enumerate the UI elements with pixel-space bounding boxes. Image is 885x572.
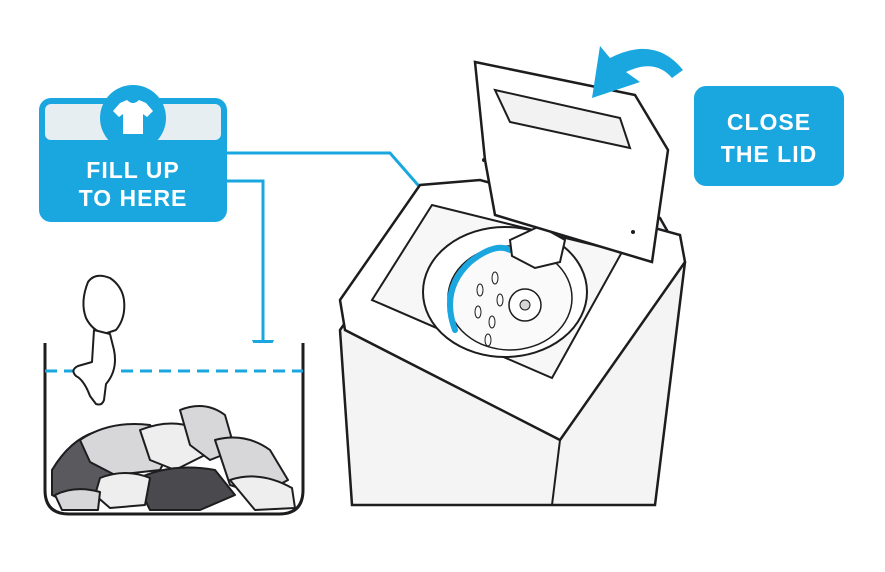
close-lid-callout: CLOSE THE LID: [592, 46, 844, 186]
body-edge: [551, 439, 561, 506]
fill-callout-line2: TO HERE: [79, 185, 188, 211]
sock: [72, 329, 116, 406]
tshirt-icon: [113, 100, 153, 134]
lid-screw: [631, 230, 635, 234]
hand: [82, 274, 126, 335]
drum-hole: [476, 283, 484, 297]
drum-hole: [484, 333, 492, 347]
drum-hole: [491, 271, 499, 285]
drum-holes: [474, 271, 504, 347]
drum-hole: [496, 293, 504, 307]
garment: [54, 488, 101, 511]
garment: [94, 472, 151, 509]
laundry-basket: [43, 274, 305, 516]
garment: [134, 466, 236, 511]
fill-level-pointer-line: [227, 179, 265, 342]
drum-hole: [474, 305, 482, 319]
fill-up-callout: FILL UP TO HERE: [39, 85, 227, 222]
lid-callout-box: [694, 86, 844, 186]
lid-handle: [493, 88, 632, 150]
drum-hole: [488, 315, 496, 329]
washing-machine: [338, 60, 687, 507]
drum-fill-ring: [447, 244, 513, 333]
clothes-pile: [51, 405, 296, 511]
agitator-center: [519, 299, 531, 311]
lid-callout-line1: CLOSE: [727, 109, 811, 135]
fill-callout-line1: FILL UP: [86, 157, 179, 183]
curved-arrow-icon: [592, 46, 683, 98]
hand-with-sock: [72, 274, 126, 406]
lid-screw: [482, 158, 486, 162]
garment: [229, 475, 296, 511]
body-corner: [344, 329, 561, 441]
lid-callout-line2: THE LID: [721, 141, 817, 167]
